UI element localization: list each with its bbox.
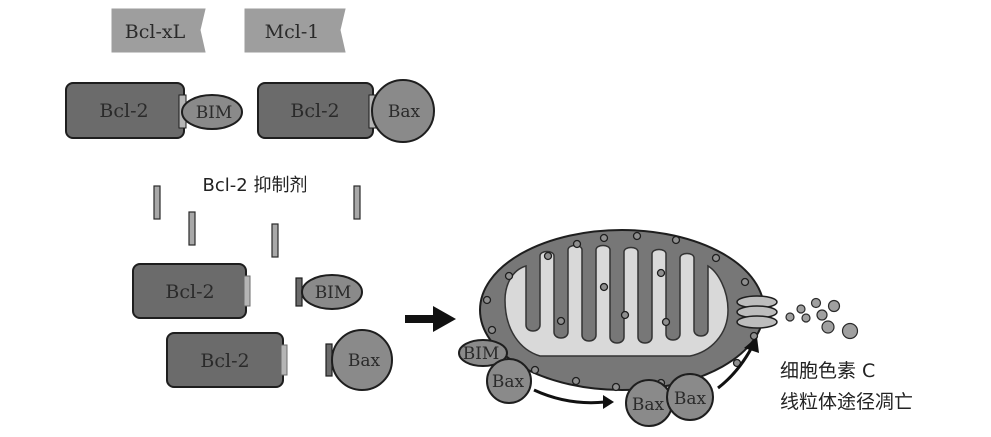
inhibitor-label: Bcl-2 抑制剂 bbox=[203, 175, 308, 196]
inhibitor-molecule bbox=[153, 185, 161, 220]
bcl2-label: Bcl-2 bbox=[165, 281, 214, 303]
bclxl-protein: Bcl-xL bbox=[111, 8, 206, 53]
free-bcl2-bound-inhibitor-a: Bcl-2 bbox=[132, 263, 251, 319]
free-bax: Bax bbox=[325, 329, 393, 391]
bcl2-label: Bcl-2 bbox=[99, 100, 148, 122]
bim-label: BIM bbox=[463, 344, 500, 364]
bax-label: Bax bbox=[388, 102, 421, 122]
bcl2-label: Bcl-2 bbox=[200, 350, 249, 372]
right-arrow-icon bbox=[405, 306, 456, 332]
pore-complex bbox=[736, 295, 778, 329]
translocation-arrow-icon bbox=[533, 388, 614, 409]
bclxl-label: Bcl-xL bbox=[125, 21, 186, 43]
free-bcl2-bound-inhibitor-b: Bcl-2 bbox=[166, 332, 288, 388]
bax-label: Bax bbox=[348, 351, 381, 371]
mitochondrial-cristae bbox=[504, 244, 729, 357]
mitochondrion bbox=[479, 229, 859, 392]
bcl2-bax-complex: Bcl-2 Bax bbox=[257, 79, 435, 143]
bax-label: Bax bbox=[674, 389, 707, 409]
release-arrow-icon bbox=[717, 337, 759, 390]
membrane-bim-bax: BIM Bax bbox=[458, 339, 532, 404]
inhibitor-molecules bbox=[153, 185, 361, 258]
bcl2-label: Bcl-2 bbox=[290, 100, 339, 122]
bax-oligomer: Bax Bax bbox=[625, 373, 714, 427]
mcl1-label: Mcl-1 bbox=[265, 21, 320, 43]
inhibitor-molecule bbox=[188, 211, 196, 246]
bax-label: Bax bbox=[632, 395, 665, 415]
free-bim: BIM bbox=[295, 274, 363, 310]
bcl2-bim-complex: Bcl-2 BIM bbox=[65, 82, 243, 139]
bim-label: BIM bbox=[315, 283, 352, 303]
membrane-pores bbox=[482, 231, 759, 392]
mcl1-protein: Mcl-1 bbox=[244, 8, 346, 53]
bim-label: BIM bbox=[196, 103, 233, 123]
inhibitor-molecule bbox=[271, 223, 279, 258]
apoptosis-label: 线粒体途径凋亡 bbox=[780, 391, 913, 413]
inhibitor-molecule bbox=[353, 185, 361, 220]
cytochrome-c-particles bbox=[785, 297, 859, 340]
cytochrome-c-label: 细胞色素 C bbox=[780, 360, 875, 382]
bax-label: Bax bbox=[492, 372, 525, 392]
